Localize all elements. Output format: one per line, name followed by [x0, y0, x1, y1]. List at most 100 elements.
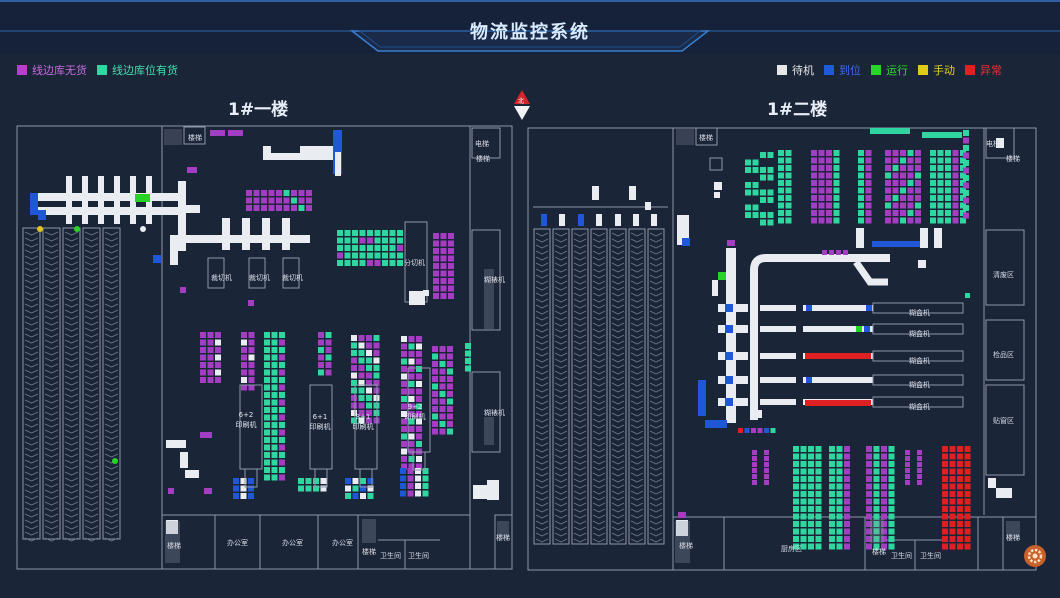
rack-cross	[611, 448, 625, 453]
f2-storage-grid	[800, 446, 807, 452]
f2-storage-grid	[963, 145, 969, 151]
f1-sheeter-2-label: 糊裱机	[484, 409, 505, 417]
f2-storage-grid	[885, 165, 891, 171]
rack-cross	[64, 351, 79, 356]
f1-storage-grid	[447, 361, 453, 367]
rack-cross	[84, 477, 99, 482]
f1-storage-grid	[408, 373, 415, 380]
f1-stairs-bottom-right-label: 楼梯	[496, 534, 510, 542]
rack-cross	[84, 285, 99, 290]
rack-cross	[64, 321, 79, 326]
rack-cross	[554, 232, 568, 237]
rack-cross	[554, 256, 568, 261]
f2-storage-grid	[930, 172, 936, 179]
rack-cross	[630, 472, 644, 477]
f1-storage-grid	[325, 332, 332, 338]
rack-cross	[649, 478, 663, 483]
rack-cross	[573, 364, 587, 369]
f1-storage-grid	[416, 426, 422, 432]
f1-storage-grid	[351, 395, 357, 401]
f1-storage-grid	[271, 332, 278, 338]
f2-storage-grid	[952, 157, 959, 164]
rack-cross	[24, 381, 39, 386]
rack-cross	[84, 435, 99, 440]
f2-storage-grid	[829, 536, 835, 542]
f2-storage-grid	[964, 468, 971, 475]
rack-cross	[44, 303, 59, 308]
f2-storage-grid	[858, 180, 864, 186]
f2-storage-grid	[760, 152, 766, 158]
f1-storage-grid	[279, 347, 285, 353]
rack-cross	[592, 316, 606, 321]
rack-cross	[630, 466, 644, 471]
rack-cross	[554, 400, 568, 405]
f2-cell	[596, 214, 602, 226]
f2-storage-grid	[815, 476, 822, 482]
rack-cross	[535, 328, 549, 333]
f2-cell	[645, 202, 651, 210]
rack-cross	[554, 436, 568, 441]
rack-cross	[44, 339, 59, 344]
f2-storage-grid	[843, 250, 848, 255]
rack-cross	[554, 532, 568, 537]
f1-cell	[168, 488, 174, 494]
rack-cross	[649, 448, 663, 453]
settings-gear-icon[interactable]	[1024, 545, 1046, 567]
f2-feeder	[760, 305, 796, 311]
f1-storage-grid	[264, 377, 270, 383]
rack-cross	[649, 322, 663, 327]
f2-storage-grid	[833, 150, 840, 156]
f2-storage-grid	[752, 189, 759, 196]
rack-cross	[611, 460, 625, 465]
f2-storage-grid	[785, 217, 792, 224]
f2-storage-grid	[888, 506, 895, 512]
rack-cross	[592, 472, 606, 477]
f2-storage-grid	[767, 197, 774, 203]
f2-storage-grid	[963, 137, 969, 144]
rack-cross	[24, 393, 39, 398]
f2-storage-grid	[900, 165, 906, 171]
f1-storage-grid	[253, 197, 260, 204]
f1-storage-grid	[279, 467, 285, 473]
f1-storage-grid	[358, 402, 365, 409]
rack-cross	[84, 465, 99, 470]
f1-cell	[248, 300, 254, 306]
f1-storage-grid	[351, 402, 357, 409]
f1-storage-grid	[433, 248, 439, 254]
f1-storage-grid	[373, 350, 380, 356]
rack-cross	[630, 496, 644, 501]
f1-storage-grid	[416, 433, 422, 440]
f2-storage-grid	[942, 513, 948, 520]
f2-storage-grid	[793, 483, 799, 490]
f2-storage-grid	[800, 543, 807, 550]
f2-storage-grid	[907, 180, 914, 186]
f1-storage-grid	[465, 350, 471, 357]
f1-storage-grid	[291, 205, 297, 211]
f2-storage-grid	[942, 498, 948, 505]
rack-cross	[64, 495, 79, 500]
f2-storage-grid	[826, 202, 832, 209]
f2-storage-grid	[915, 150, 921, 156]
f1-storage-grid	[397, 245, 403, 251]
f1-storage-grid	[337, 230, 343, 236]
rack-cross	[44, 321, 59, 326]
f2-storage-grid	[764, 462, 769, 467]
legend-swatch-idle	[777, 65, 787, 75]
rack-cross	[573, 334, 587, 339]
rack-cross	[535, 532, 549, 537]
f2-storage-grid	[907, 165, 914, 171]
rack-cross	[44, 237, 59, 242]
f2-storage-grid	[888, 536, 895, 542]
f2-storage-grid	[760, 219, 766, 226]
f1-storage-grid	[241, 384, 247, 391]
f2-storage-grid	[866, 513, 872, 520]
rack-cross	[24, 459, 39, 464]
rack-cross	[84, 297, 99, 302]
f1-storage-grid	[416, 403, 422, 410]
rack-cross	[84, 351, 99, 356]
f1-storage-grid	[264, 429, 270, 436]
f1-storage-grid	[374, 245, 381, 251]
rack-cross	[535, 466, 549, 471]
rack-cross	[535, 352, 549, 357]
f1-storage-grid	[337, 260, 343, 266]
